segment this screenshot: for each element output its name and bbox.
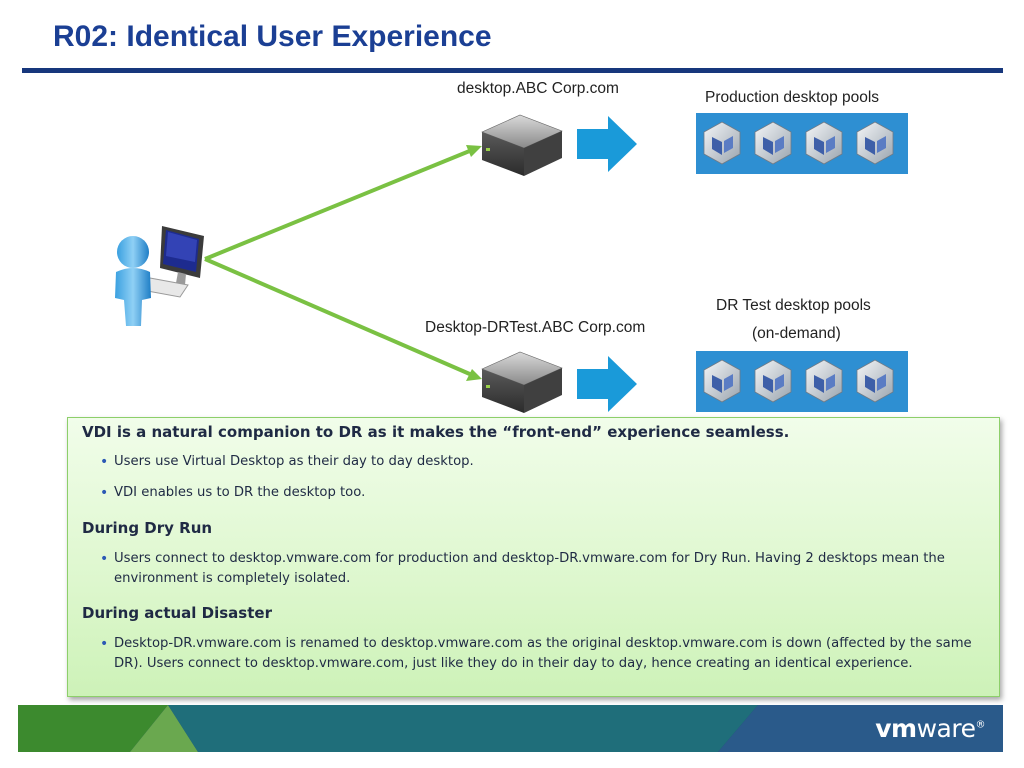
bullet-icon: •	[100, 551, 109, 567]
panel-heading: VDI is a natural companion to DR as it m…	[82, 423, 790, 441]
footer-band: vmware®	[18, 705, 1003, 752]
disaster-heading: During actual Disaster	[82, 604, 272, 622]
slide-title: R02: Identical User Experience	[53, 20, 492, 53]
bullet-icon: •	[100, 454, 109, 470]
connector-bottom-arrow	[204, 257, 482, 381]
top-server-label: desktop.ABC Corp.com	[457, 80, 619, 97]
virtual-desktop-icon	[703, 359, 741, 403]
list-item: •Desktop-DR.vmware.com is renamed to des…	[100, 636, 972, 671]
bottom-server-label: Desktop-DRTest.ABC Corp.com	[425, 319, 646, 336]
connector-top-arrow	[204, 145, 482, 261]
intro-bullet-list: •Users use Virtual Desktop as their day …	[82, 452, 985, 503]
dry-run-bullet-list: •Users connect to desktop.vmware.com for…	[82, 549, 985, 589]
virtual-desktop-icon	[754, 121, 792, 165]
list-item: •Users use Virtual Desktop as their day …	[100, 454, 474, 470]
dry-run-heading: During Dry Run	[82, 519, 213, 537]
virtual-desktop-icon	[805, 359, 843, 403]
virtual-desktop-icon	[754, 359, 792, 403]
info-panel: VDI is a natural companion to DR as it m…	[67, 417, 1000, 697]
dr-pools-sublabel: (on-demand)	[752, 325, 841, 342]
list-item: •Users connect to desktop.vmware.com for…	[100, 551, 945, 586]
list-item: •VDI enables us to DR the desktop too.	[100, 485, 366, 501]
dr-diagram	[115, 113, 908, 413]
footer-graphic	[18, 705, 1003, 752]
arrow-right-icon	[577, 356, 637, 412]
bullet-icon: •	[100, 485, 109, 501]
virtual-desktop-icon	[856, 359, 894, 403]
virtual-desktop-icon	[856, 121, 894, 165]
arrow-right-icon	[577, 116, 637, 172]
server-icon	[481, 114, 563, 176]
server-icon	[481, 351, 563, 413]
virtual-desktop-icon	[703, 121, 741, 165]
user-at-computer-icon	[115, 226, 204, 326]
bullet-icon: •	[100, 636, 109, 652]
production-pools-label: Production desktop pools	[705, 89, 880, 106]
disaster-bullet-list: •Desktop-DR.vmware.com is renamed to des…	[82, 634, 985, 674]
virtual-desktop-icon	[805, 121, 843, 165]
title-divider	[22, 68, 1003, 73]
vmware-logo: vmware®	[875, 714, 985, 743]
dr-pools-label: DR Test desktop pools	[716, 297, 871, 314]
